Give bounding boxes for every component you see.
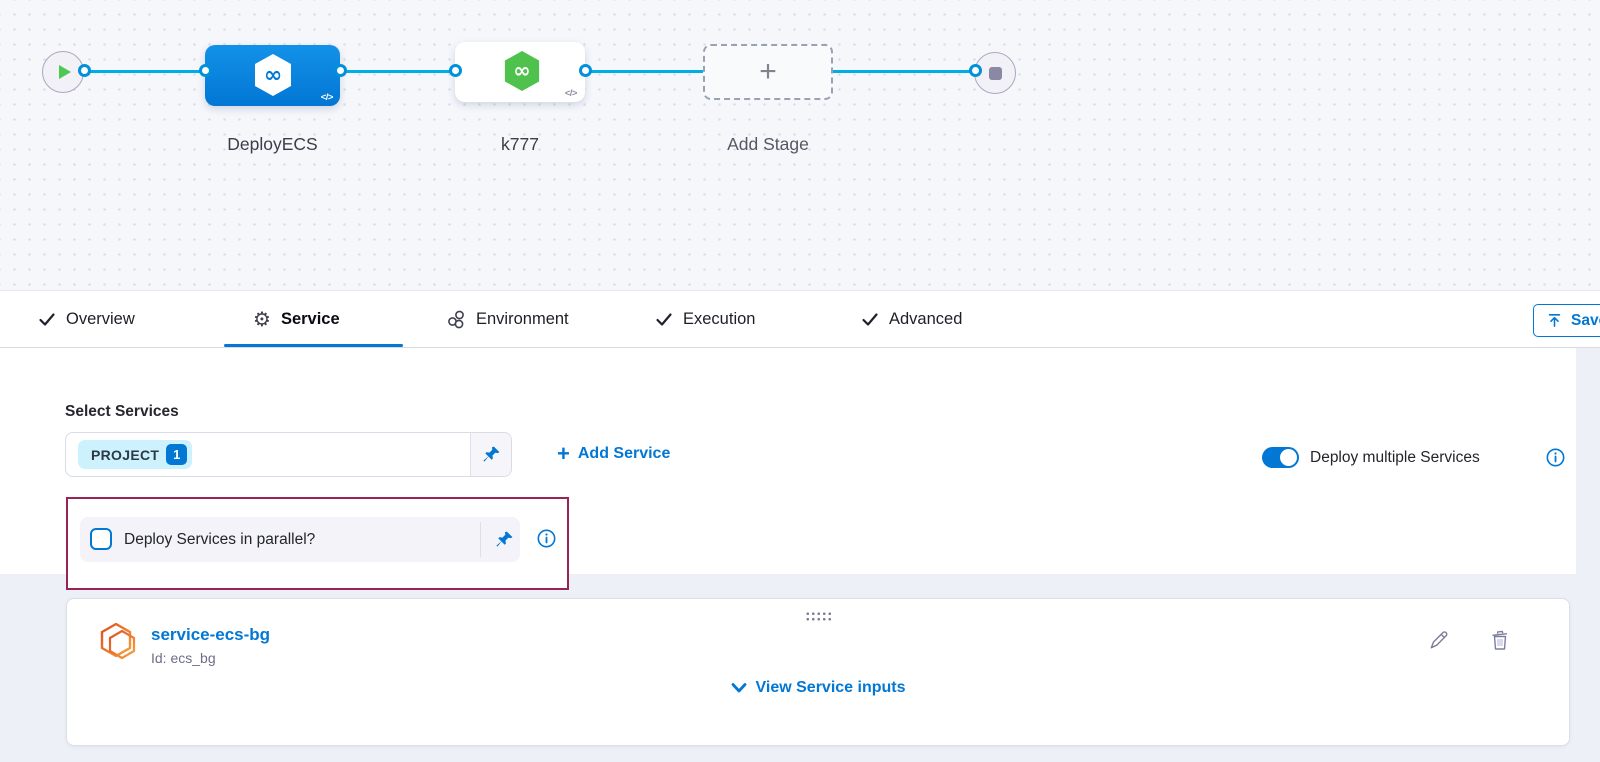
stage-node-k777[interactable]: ∞ </> xyxy=(455,42,585,102)
chip-label: PROJECT xyxy=(91,446,160,463)
active-tab-underline xyxy=(224,343,403,347)
check-icon xyxy=(39,313,55,326)
tab-overview[interactable]: Overview xyxy=(38,291,135,347)
check-icon xyxy=(862,313,878,326)
add-service-button[interactable]: + Add Service xyxy=(557,441,670,467)
stage-node-deployecs[interactable]: ∞ </> xyxy=(205,45,340,106)
plus-icon: + xyxy=(557,441,570,466)
code-view-icon[interactable]: </> xyxy=(564,88,578,99)
svg-text:∞: ∞ xyxy=(513,59,530,83)
service-hexagon-icon xyxy=(100,622,136,660)
add-stage-label: Add Stage xyxy=(727,134,809,154)
deploy-parallel-row: Deploy Services in parallel? xyxy=(80,517,520,562)
connector-port xyxy=(448,64,462,77)
stage-label-k777: k777 xyxy=(501,134,539,154)
connector-port xyxy=(968,64,982,77)
service-id-text: Id: ecs_bg xyxy=(151,650,216,666)
project-scope-chip[interactable]: PROJECT 1 xyxy=(78,440,193,469)
stage-config-tabbar: Overview ⚙ Service Environment Execution… xyxy=(0,290,1600,348)
drag-handle[interactable] xyxy=(805,611,832,622)
edge-k777-addstage xyxy=(585,70,703,73)
connector-port xyxy=(77,64,91,77)
code-view-icon[interactable]: </> xyxy=(320,92,334,103)
connector-port xyxy=(333,64,347,77)
divider xyxy=(480,522,481,557)
harness-hexagon-icon: ∞ xyxy=(255,54,291,96)
delete-service-button[interactable] xyxy=(1487,626,1513,654)
pipeline-canvas: ∞ </> ∞ </> + DeployECS k777 Add Stage xyxy=(0,0,1600,290)
pin-icon xyxy=(482,446,499,462)
pencil-icon xyxy=(1430,630,1447,648)
edge-addstage-end xyxy=(833,70,975,73)
chip-count-badge: 1 xyxy=(166,444,188,465)
environment-icon xyxy=(448,310,464,329)
pipeline-start-node xyxy=(42,51,84,93)
add-service-label: Add Service xyxy=(577,445,671,462)
service-name-link[interactable]: service-ecs-bg xyxy=(151,625,271,644)
plus-icon: + xyxy=(759,55,777,88)
deploy-parallel-checkbox[interactable] xyxy=(90,528,112,550)
save-button-label: Save xyxy=(1571,311,1600,329)
service-card: service-ecs-bg Id: ecs_bg View Service i… xyxy=(66,598,1570,746)
tab-label: Environment xyxy=(476,309,569,328)
tab-service[interactable]: ⚙ Service xyxy=(253,291,340,347)
check-icon xyxy=(656,313,672,326)
trash-icon xyxy=(1492,630,1508,650)
stop-icon xyxy=(988,66,1002,80)
edit-service-button[interactable] xyxy=(1425,626,1451,654)
save-button[interactable]: Save xyxy=(1533,304,1600,337)
add-stage-button[interactable]: + xyxy=(703,44,833,100)
tab-environment[interactable]: Environment xyxy=(446,291,569,347)
tab-execution[interactable]: Execution xyxy=(655,291,755,347)
upload-arrow-icon xyxy=(1548,314,1561,327)
tab-label: Service xyxy=(280,309,340,328)
tab-label: Overview xyxy=(66,309,135,328)
connector-port xyxy=(198,64,212,77)
edge-start-deployecs xyxy=(84,70,205,73)
pin-input-button[interactable] xyxy=(470,433,511,476)
deploy-multiple-services-toggle[interactable] xyxy=(1262,447,1299,468)
tab-label: Advanced xyxy=(889,309,963,328)
view-service-inputs-label: View Service inputs xyxy=(755,679,906,696)
chevron-down-icon xyxy=(731,683,746,693)
play-icon xyxy=(58,65,71,79)
deploy-parallel-label: Deploy Services in parallel? xyxy=(124,530,316,548)
scroll-gutter xyxy=(1576,348,1600,574)
deploy-multiple-services-label: Deploy multiple Services xyxy=(1310,449,1480,466)
edge-deployecs-k777 xyxy=(340,70,455,73)
view-service-inputs-button[interactable]: View Service inputs xyxy=(67,679,1569,697)
info-icon[interactable] xyxy=(537,529,556,548)
pin-icon xyxy=(496,531,513,547)
select-services-label: Select Services xyxy=(65,403,179,420)
info-icon[interactable] xyxy=(1546,448,1565,467)
pin-checkbox-button[interactable] xyxy=(489,517,520,562)
stage-label-deployecs: DeployECS xyxy=(227,134,318,154)
select-services-input[interactable]: PROJECT 1 xyxy=(65,432,512,477)
harness-hexagon-icon: ∞ xyxy=(504,51,540,91)
tab-advanced[interactable]: Advanced xyxy=(861,291,962,347)
svg-text:∞: ∞ xyxy=(264,63,282,88)
gear-icon: ⚙ xyxy=(253,307,271,331)
connector-port xyxy=(578,64,592,77)
toggle-knob xyxy=(1280,449,1297,466)
tab-label: Execution xyxy=(683,309,756,328)
